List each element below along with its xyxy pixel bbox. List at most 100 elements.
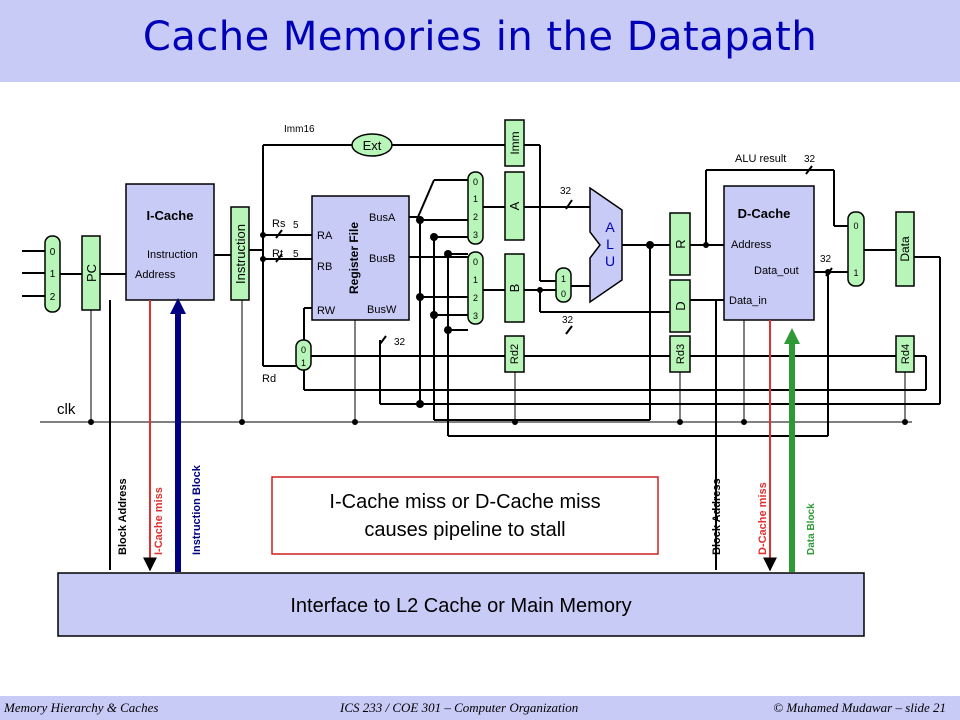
register-file: Register File RA RB RW BusA BusB BusW bbox=[311, 195, 410, 321]
data-out-width: 32 bbox=[820, 254, 832, 265]
pc-label: PC bbox=[84, 264, 99, 282]
r-register: R bbox=[669, 212, 691, 276]
dcache-data-out-label: Data_out bbox=[754, 265, 799, 277]
dcache-miss-label: D-Cache miss bbox=[757, 482, 769, 555]
regfile-rb: RB bbox=[317, 261, 332, 273]
junction-dots bbox=[88, 216, 908, 425]
forward-mux-b: 0 1 2 3 bbox=[467, 251, 484, 325]
slide-title: Cache Memories in the Datapath bbox=[142, 14, 818, 60]
imm-label: Imm bbox=[508, 131, 522, 154]
instruction-register: Instruction bbox=[230, 206, 250, 301]
alu-letter-a: A bbox=[605, 219, 615, 235]
dcache: D-Cache Address Data_out Data_in bbox=[723, 185, 815, 321]
regfile-busb: BusB bbox=[369, 253, 395, 265]
rt-width: 5 bbox=[293, 249, 299, 260]
stall-note-line1: I-Cache miss or D-Cache miss bbox=[329, 491, 600, 513]
regfile-busw: BusW bbox=[367, 304, 397, 316]
icache-miss-label: I-Cache miss bbox=[153, 487, 165, 555]
b-width: 32 bbox=[562, 315, 574, 326]
d-register: D bbox=[669, 279, 691, 333]
forward-mux-a: 0 1 2 3 bbox=[467, 171, 484, 245]
pc-mux: 0 1 2 bbox=[44, 235, 61, 313]
fwd-b-in1: 1 bbox=[473, 275, 478, 285]
pc-mux-in2: 2 bbox=[50, 292, 56, 303]
alu: A L U bbox=[589, 186, 623, 304]
alu-mux-in0: 0 bbox=[561, 289, 566, 299]
alu-letter-l: L bbox=[606, 236, 614, 252]
a-register: A bbox=[504, 171, 525, 241]
wires bbox=[22, 144, 941, 570]
register-file-title: Register File bbox=[347, 222, 361, 294]
dcache-address-label: Address bbox=[731, 239, 772, 251]
stall-note: I-Cache miss or D-Cache miss causes pipe… bbox=[271, 476, 659, 555]
a-label: A bbox=[507, 201, 522, 210]
dcache-data-in-label: Data_in bbox=[729, 295, 767, 307]
ext-unit: Ext bbox=[351, 133, 393, 157]
icache-address-label: Address bbox=[135, 269, 176, 281]
rd3-label: Rd3 bbox=[675, 344, 687, 364]
icache-instruction-label: Instruction bbox=[147, 249, 198, 261]
wb-mux-in1: 1 bbox=[853, 268, 858, 278]
fwd-b-in2: 2 bbox=[473, 293, 478, 303]
block-address-label-left: Block Address bbox=[117, 478, 129, 555]
b-label: B bbox=[507, 284, 522, 293]
clk-label: clk bbox=[57, 401, 76, 418]
regfile-rw: RW bbox=[317, 305, 336, 317]
rd-mux-in0: 0 bbox=[301, 345, 306, 355]
imm16-label: Imm16 bbox=[284, 124, 315, 135]
wb-mux: 0 1 bbox=[847, 211, 865, 287]
ext-label: Ext bbox=[363, 138, 382, 153]
rd-label: Rd bbox=[262, 373, 276, 385]
data-label: Data bbox=[898, 236, 912, 262]
alu-src-mux: 1 0 bbox=[555, 267, 572, 303]
icache: I-Cache Instruction Address bbox=[125, 183, 215, 301]
alu-result-label: ALU result bbox=[735, 153, 786, 165]
stall-note-line2: causes pipeline to stall bbox=[364, 519, 565, 541]
dcache-title: D-Cache bbox=[738, 206, 791, 221]
rs-label: Rs bbox=[272, 218, 286, 230]
rd4-label: Rd4 bbox=[900, 344, 912, 364]
r-label: R bbox=[673, 239, 688, 248]
data-register: Data bbox=[895, 211, 915, 287]
rd2-label: Rd2 bbox=[509, 344, 521, 364]
instruction-register-label: Instruction bbox=[233, 224, 248, 284]
memory-interface: Interface to L2 Cache or Main Memory bbox=[57, 572, 865, 637]
a-width: 32 bbox=[560, 186, 572, 197]
rt-label: Rt bbox=[272, 248, 283, 260]
rd-mux: 0 1 bbox=[295, 339, 312, 371]
data-block-label: Data Block bbox=[806, 503, 817, 555]
rd4-register: Rd4 bbox=[895, 335, 915, 373]
rs-width: 5 bbox=[293, 220, 299, 231]
fwd-b-in0: 0 bbox=[473, 257, 478, 267]
pc-mux-in1: 1 bbox=[50, 269, 56, 280]
fwd-b-in3: 3 bbox=[473, 311, 478, 321]
d-label: D bbox=[673, 301, 688, 310]
imm-register: Imm bbox=[504, 119, 525, 167]
title-bar bbox=[0, 0, 960, 82]
rd-mux-in1: 1 bbox=[301, 358, 306, 368]
alu-letter-u: U bbox=[605, 253, 615, 269]
fwd-a-in3: 3 bbox=[473, 230, 478, 240]
memory-interface-label: Interface to L2 Cache or Main Memory bbox=[290, 595, 631, 617]
footer-left: Memory Hierarchy & Caches bbox=[4, 700, 159, 715]
busw-width: 32 bbox=[394, 337, 406, 348]
fwd-a-in0: 0 bbox=[473, 177, 478, 187]
pc-register: PC bbox=[81, 235, 101, 311]
rd2-register: Rd2 bbox=[504, 335, 525, 373]
wb-mux-in0: 0 bbox=[853, 221, 858, 231]
fwd-a-in2: 2 bbox=[473, 212, 478, 222]
alu-mux-in1: 1 bbox=[561, 274, 566, 284]
regfile-ra: RA bbox=[317, 230, 333, 242]
b-register: B bbox=[504, 253, 525, 323]
fwd-a-in1: 1 bbox=[473, 194, 478, 204]
rd3-register: Rd3 bbox=[669, 335, 691, 373]
icache-title: I-Cache bbox=[147, 208, 194, 223]
footer-center: ICS 233 / COE 301 – Computer Organizatio… bbox=[340, 700, 579, 715]
pc-mux-in0: 0 bbox=[50, 247, 56, 258]
instruction-block-label: Instruction Block bbox=[191, 464, 203, 555]
block-address-label-right: Block Address bbox=[711, 478, 723, 555]
footer-right: © Muhamed Mudawar – slide 21 bbox=[773, 700, 946, 715]
datapath-diagram: 0 1 2 PC I-Cache Instruction Address Ins… bbox=[22, 119, 941, 637]
regfile-busa: BusA bbox=[369, 212, 396, 224]
footer-bar: Memory Hierarchy & Caches ICS 233 / COE … bbox=[0, 696, 960, 720]
